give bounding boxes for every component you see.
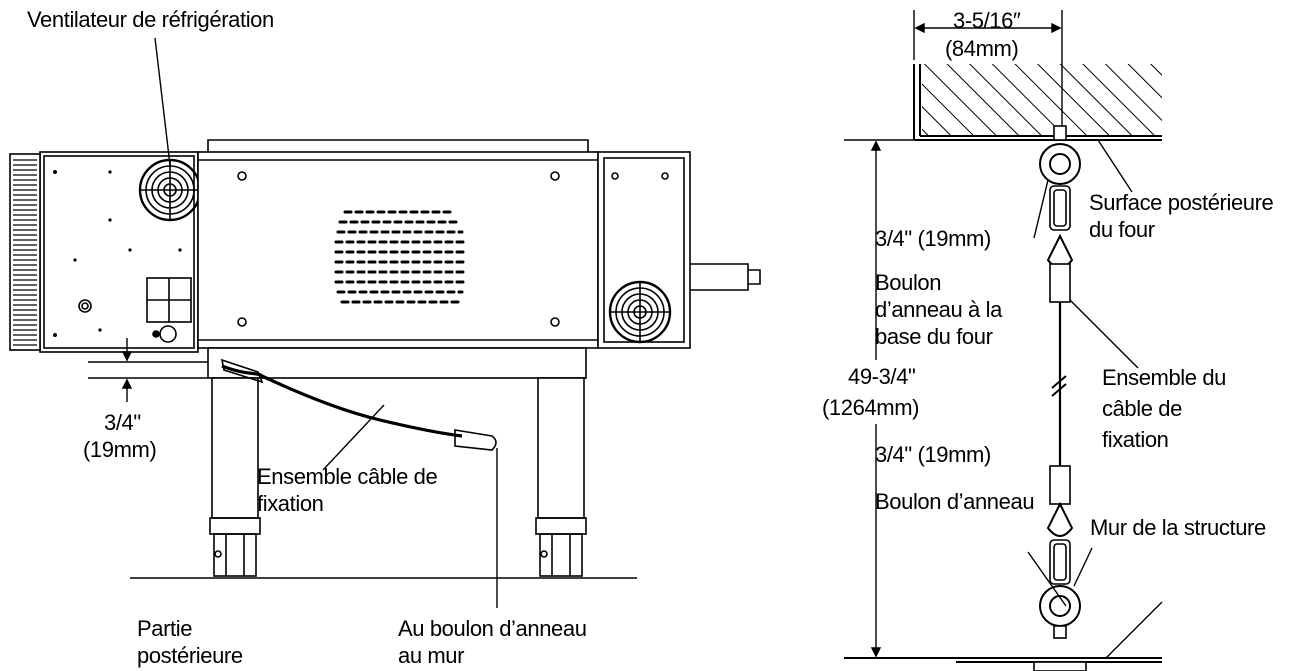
oven-rear-view (9, 37, 761, 608)
vent-slots (13, 159, 37, 346)
height-dimension (870, 140, 882, 658)
height-mm-label: (1264mm) (822, 395, 920, 420)
rear-surface-label-line1: Surface postérieure (1089, 190, 1274, 215)
clearance-inches-label: 3/4" (104, 410, 141, 435)
wall-bolt-label-line2: au mur (398, 643, 465, 668)
base-bolt-label-line3: base du four (875, 324, 993, 349)
bottom-eye-bolt (1039, 501, 1081, 639)
caster-right (535, 517, 587, 577)
right-side-box (597, 151, 761, 349)
oven-body (197, 139, 599, 349)
structure-wall-label: Mur de la structure (1090, 515, 1266, 540)
oven-stand (207, 347, 587, 577)
rear-label-line2: postérieure (137, 643, 243, 668)
cable-set-label-line1: Ensemble du (1102, 365, 1227, 390)
caster-left (209, 517, 261, 577)
offset-dimension (913, 10, 1063, 132)
base-bolt-label-line1: Boulon (875, 270, 942, 295)
control-box (9, 151, 202, 353)
top-bolt-dimension-label: 3/4" (19mm) (875, 226, 991, 251)
side-detail-view (844, 10, 1163, 671)
cooling-fan-label: Ventilateur de réfrigération (27, 7, 274, 32)
height-inches-label: 49-3/4" (848, 364, 916, 389)
cable-assembly-label-line2: fixation (257, 491, 324, 516)
restraint-cable (220, 358, 497, 451)
leader-lines (154, 37, 498, 608)
wall-bolt-label-line1: Au boulon d’anneau (398, 616, 587, 641)
rear-label-line1: Partie (137, 616, 193, 641)
base-bolt-label-line2: d’anneau à la (875, 297, 1002, 322)
clearance-dimension (88, 338, 208, 402)
structure-wall (844, 657, 1162, 671)
cable-assembly-label-line1: Ensemble câble de (257, 464, 438, 489)
cable-set-label-line3: fixation (1102, 427, 1169, 452)
second-fan-icon (608, 280, 672, 344)
cooling-fan-icon (138, 158, 202, 222)
eye-bolt-label: Boulon d’anneau (875, 489, 1035, 514)
side-leader-lines (1027, 139, 1163, 659)
bottom-bolt-dimension-label: 3/4" (19mm) (875, 442, 991, 467)
restraint-cable-side (1049, 263, 1071, 505)
connector-icon (78, 299, 92, 313)
cable-set-label-line2: câble de (1102, 396, 1182, 421)
offset-mm-label: (84mm) (945, 36, 1019, 61)
offset-inches-label: 3-5/16″ (953, 8, 1021, 33)
top-eye-bolt (1039, 125, 1081, 269)
oven-rear-surface (844, 64, 1162, 141)
oven-vent-grid (334, 210, 466, 304)
clearance-mm-label: (19mm) (83, 437, 157, 462)
rear-surface-label-line2: du four (1089, 217, 1155, 242)
